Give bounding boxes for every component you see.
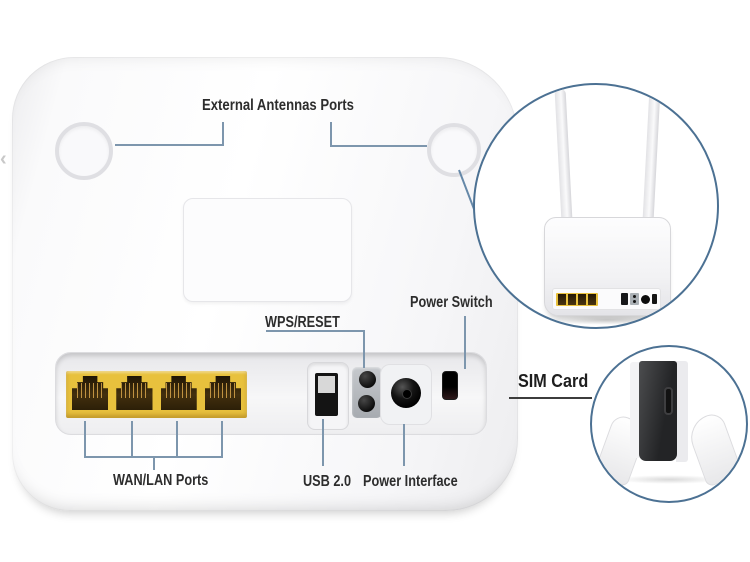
rj45-jack-icon (116, 376, 153, 410)
label-external-antennas-ports: External Antennas Ports (202, 97, 354, 114)
power-jack (391, 378, 421, 408)
callout-line-power-switch (464, 316, 466, 369)
usb-port (315, 373, 338, 416)
wps-reset-panel (352, 367, 382, 418)
label-wan-lan-ports: WAN/LAN Ports (113, 472, 209, 489)
callout-line-lan-stub (153, 456, 155, 470)
lan-port-3 (158, 374, 200, 414)
mini-router-port-strip (552, 288, 661, 310)
wan-lan-port-block (66, 371, 247, 418)
sim-device-shadow (617, 475, 721, 484)
reset-button (358, 395, 375, 412)
callout-line-lan3 (176, 421, 178, 457)
callout-line-power-interface (403, 424, 405, 466)
antenna-right (642, 88, 661, 222)
mini-router-shadow (547, 315, 667, 325)
power-interface-panel (380, 364, 432, 425)
mini-power-jack (641, 294, 650, 304)
power-jack-pin (402, 389, 412, 399)
callout-line-wps-v (363, 330, 365, 368)
label-power-switch: Power Switch (410, 294, 493, 311)
callout-line-antenna-left-v (222, 122, 224, 146)
mini-lan-ports (556, 292, 598, 306)
rj45-jack-icon (204, 376, 241, 410)
external-antenna-port-left (55, 122, 113, 180)
usb-tongue (318, 376, 335, 393)
callout-line-sim (509, 397, 592, 399)
mini-router-body (544, 217, 671, 316)
mini-rj45-icon (568, 293, 576, 305)
label-sim-card: SIM Card (518, 371, 589, 391)
mini-rj45-icon (588, 293, 596, 305)
chevron-left-icon: ‹ (0, 148, 7, 170)
callout-line-antenna-right-h (330, 145, 427, 147)
rj45-jack-icon (160, 376, 197, 410)
mini-usb-port (621, 293, 628, 305)
power-switch (442, 371, 458, 400)
external-antenna-port-right (427, 123, 481, 177)
sim-callout-circle (590, 345, 748, 503)
antenna-callout-circle (473, 83, 719, 329)
label-usb: USB 2.0 (303, 473, 352, 490)
rj45-jack-icon (72, 376, 109, 410)
label-power-interface: Power Interface (363, 473, 458, 490)
lan-port-1 (69, 374, 111, 414)
callout-line-usb (322, 419, 324, 466)
callout-line-lan4 (221, 421, 223, 457)
sim-side-view (592, 357, 744, 488)
callout-line-antenna-left-h (115, 144, 224, 146)
lan-port-2 (113, 374, 155, 414)
sim-card-slot (664, 387, 673, 415)
callout-line-antenna-right-v (330, 122, 332, 147)
mini-power-switch (652, 294, 657, 304)
mini-rj45-icon (578, 293, 586, 305)
label-wps-reset: WPS/RESET (265, 314, 340, 331)
wps-button (359, 371, 376, 388)
side-panel-right (676, 361, 688, 462)
callout-line-wps-h (266, 330, 365, 332)
antenna-left (554, 88, 573, 222)
label-recess-area (183, 198, 352, 302)
callout-line-lan2 (131, 421, 133, 457)
mini-rj45-icon (558, 293, 566, 305)
lan-port-4 (202, 374, 244, 414)
mini-wps-reset-buttons (630, 293, 639, 305)
side-panel-left (630, 362, 640, 458)
callout-line-lan1 (84, 421, 86, 457)
